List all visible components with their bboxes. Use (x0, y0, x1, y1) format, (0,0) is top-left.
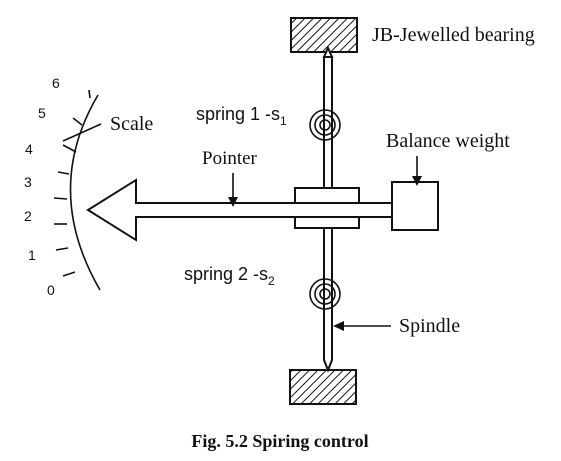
spring-1-label-main: spring 1 -s (196, 104, 280, 124)
scale-label: Scale (110, 113, 153, 135)
scale-number-5: 5 (38, 105, 46, 121)
spindle-label: Spindle (399, 315, 460, 337)
spring-2-label-sub: 2 (268, 274, 275, 288)
balance-weight (391, 181, 439, 231)
jewelled-bearing-label: JB-Jewelled bearing (372, 24, 535, 46)
spring-2-label-main: spring 2 -s (184, 264, 268, 284)
balance-weight-label: Balance weight (386, 130, 510, 152)
balance-weight-leader-arrowhead (412, 176, 422, 186)
scale-number-0: 0 (47, 282, 55, 298)
spring-2 (309, 278, 341, 310)
spring-2-label: spring 2 -s2 (184, 264, 275, 288)
bottom-jewelled-bearing (289, 369, 357, 405)
scale-number-4: 4 (25, 141, 33, 157)
pointer-label: Pointer (202, 148, 258, 169)
label-leaders (62, 123, 422, 331)
scale-arc (53, 89, 101, 291)
spindle-leader-arrowhead (333, 321, 344, 331)
scale-number-6: 6 (52, 75, 60, 91)
figure-caption: Fig. 5.2 Spiring control (191, 431, 368, 451)
scale-leader (62, 123, 102, 142)
pointer-leader-arrowhead (228, 197, 238, 207)
scale-numbers: 6 5 4 3 2 1 0 (24, 75, 60, 298)
scale-number-3: 3 (24, 174, 32, 190)
scale-number-2: 2 (24, 208, 32, 224)
scale-number-1: 1 (28, 247, 36, 263)
spring-1 (309, 109, 341, 141)
top-jewelled-bearing (290, 17, 358, 53)
spring-1-label: spring 1 -s1 (196, 104, 287, 128)
spring-1-label-sub: 1 (280, 114, 287, 128)
